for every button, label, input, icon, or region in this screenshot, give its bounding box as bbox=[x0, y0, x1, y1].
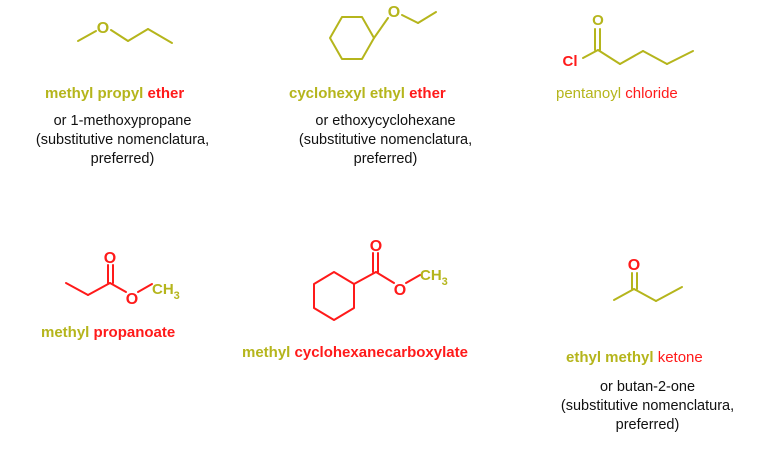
oxygen-atom-label: O bbox=[592, 12, 604, 29]
name-functional-part: ether bbox=[147, 85, 185, 102]
methyl-cyclohexanecarboxylate-structure: O O CH3 bbox=[313, 238, 448, 321]
ester-oxygen-label: O bbox=[394, 282, 406, 299]
name-alkyl-part: methyl bbox=[242, 344, 291, 361]
carbonyl-oxygen-label: O bbox=[104, 250, 116, 267]
compound-name-methyl-cyclohexanecarboxylate: methyl cyclohexanecarboxylate bbox=[242, 344, 468, 361]
name-functional-part: ether bbox=[409, 85, 446, 102]
alt-name-line: or ethoxycyclohexane bbox=[315, 113, 456, 129]
methyl-propyl-ether-structure: O bbox=[77, 20, 173, 44]
methyl-propanoate-structure: O O CH3 bbox=[65, 250, 180, 308]
compound-name-methyl-propyl-ether: methyl propyl ether bbox=[45, 85, 184, 102]
alternative-name-block: or butan-2-one (substitutive nomenclatur… bbox=[545, 378, 750, 435]
name-alkyl-part: cyclohexyl ethyl bbox=[289, 85, 405, 102]
compound-name-pentanoyl-chloride: pentanoyl chloride bbox=[556, 85, 678, 102]
alternative-name-block: or ethoxycyclohexane (substitutive nomen… bbox=[283, 112, 488, 169]
alt-name-note-line: (substitutive nomenclatura, bbox=[298, 132, 473, 148]
cyclohexyl-ethyl-ether-structure: O bbox=[329, 4, 437, 60]
alt-name-line: or 1-methoxypropane bbox=[53, 113, 192, 129]
methyl-group-label: CH3 bbox=[152, 281, 180, 302]
compound-name-ethyl-methyl-ketone: ethyl methyl ketone bbox=[566, 349, 703, 366]
ethyl-methyl-ketone-structure: O bbox=[613, 257, 683, 302]
name-functional-part: cyclohexanecarboxylate bbox=[294, 344, 468, 361]
carbonyl-oxygen-label: O bbox=[628, 257, 640, 274]
methyl-group-label: CH3 bbox=[420, 267, 448, 288]
alt-name-note-line: (substitutive nomenclatura, bbox=[35, 132, 210, 148]
alt-name-line: or butan-2-one bbox=[599, 379, 696, 395]
compound-name-cyclohexyl-ethyl-ether: cyclohexyl ethyl ether bbox=[289, 85, 446, 102]
name-alkyl-part: methyl propyl bbox=[45, 85, 144, 102]
name-functional-part: chloride bbox=[625, 85, 678, 102]
name-alkyl-part: pentanoyl bbox=[556, 85, 622, 102]
alt-name-note-line: preferred) bbox=[615, 417, 680, 433]
alt-name-note-line: preferred) bbox=[353, 151, 418, 167]
chlorine-atom-label: Cl bbox=[563, 53, 578, 70]
alt-name-note-line: (substitutive nomenclatura, bbox=[560, 398, 735, 414]
alt-name-note-line: preferred) bbox=[90, 151, 155, 167]
compound-name-methyl-propanoate: methyl propanoate bbox=[41, 324, 175, 341]
oxygen-atom-label: O bbox=[97, 20, 109, 37]
ester-oxygen-label: O bbox=[126, 291, 138, 308]
alternative-name-block: or 1-methoxypropane (substitutive nomenc… bbox=[20, 112, 225, 169]
name-functional-part: propanoate bbox=[93, 324, 176, 341]
name-functional-part: ketone bbox=[657, 349, 703, 366]
name-alkyl-part: ethyl methyl bbox=[566, 349, 654, 366]
name-alkyl-part: methyl bbox=[41, 324, 90, 341]
pentanoyl-chloride-structure: O Cl bbox=[563, 12, 694, 70]
oxygen-atom-label: O bbox=[388, 4, 400, 21]
carbonyl-oxygen-label: O bbox=[370, 238, 382, 255]
